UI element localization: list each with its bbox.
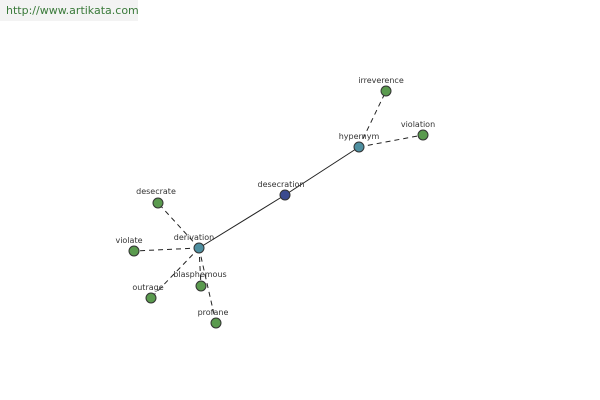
node-desecration[interactable]: desecration: [257, 180, 305, 201]
edge-derivation-blasphemous: [198, 247, 202, 287]
edge-desecration-hypernym: [284, 146, 360, 196]
edge-derivation-desecrate: [157, 202, 200, 249]
node-violate-label: violate: [115, 236, 142, 245]
node-violation[interactable]: violation: [401, 120, 435, 141]
node-blasphemous[interactable]: blasphemous: [173, 270, 227, 292]
node-derivation-circle[interactable]: [193, 242, 205, 254]
node-derivation-label: derivation: [174, 233, 214, 242]
node-hypernym[interactable]: hypernym: [339, 132, 380, 153]
node-desecration-circle[interactable]: [279, 189, 291, 201]
node-profane-circle[interactable]: [210, 317, 222, 329]
edge-desecration-derivation: [198, 194, 286, 249]
node-irreverence-circle[interactable]: [380, 85, 392, 97]
node-profane-label: profane: [198, 308, 229, 317]
edge-derivation-outrage: [150, 247, 200, 299]
node-desecrate[interactable]: desecrate: [136, 187, 176, 209]
node-irreverence[interactable]: irreverence: [358, 76, 404, 97]
edge-hypernym-violation: [358, 134, 424, 148]
node-violate[interactable]: violate: [115, 236, 143, 257]
node-desecration-label: desecration: [257, 180, 304, 189]
node-irreverence-label: irreverence: [358, 76, 404, 85]
node-outrage-label: outrage: [132, 283, 163, 292]
node-desecrate-label: desecrate: [136, 187, 176, 196]
node-violation-label: violation: [401, 120, 435, 129]
node-outrage-circle[interactable]: [145, 292, 157, 304]
node-blasphemous-label: blasphemous: [173, 270, 226, 279]
edge-derivation-profane: [198, 247, 217, 324]
node-violate-circle[interactable]: [128, 245, 140, 257]
node-hypernym-circle[interactable]: [353, 141, 365, 153]
node-outrage[interactable]: outrage: [132, 283, 164, 304]
site-url-link[interactable]: http://www.artikata.com: [0, 0, 139, 21]
node-violation-circle[interactable]: [417, 129, 429, 141]
node-derivation[interactable]: derivation: [174, 233, 214, 254]
node-profane[interactable]: profane: [198, 308, 229, 329]
node-hypernym-label: hypernym: [339, 132, 380, 141]
edge-hypernym-irreverence: [358, 90, 387, 148]
edge-derivation-violate: [133, 247, 200, 252]
node-desecrate-circle[interactable]: [152, 197, 164, 209]
node-blasphemous-circle[interactable]: [195, 280, 207, 292]
